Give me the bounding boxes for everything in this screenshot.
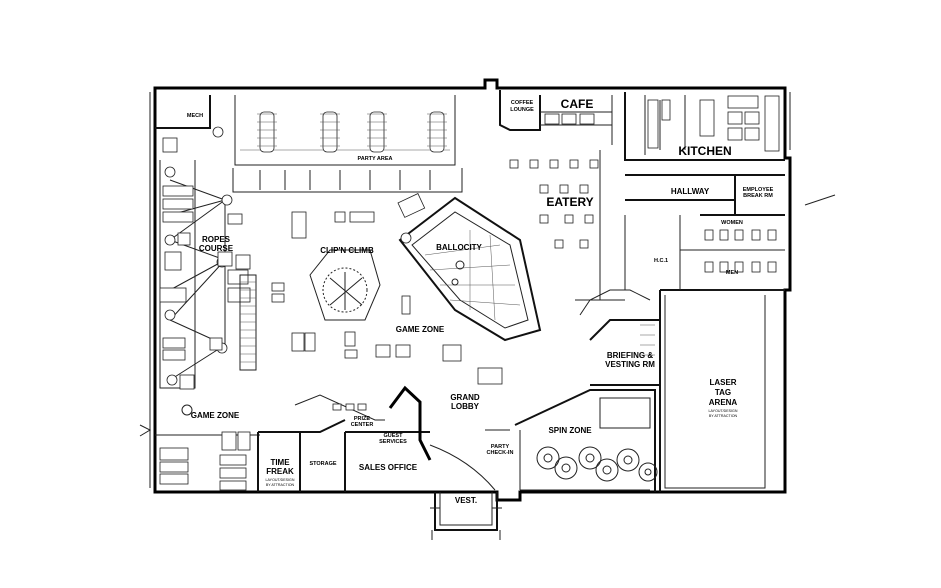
game-zone-center-label: GAME ZONE [396, 325, 445, 334]
grand-lobby: GRAND LOBBY PARTY CHECK-IN [429, 393, 514, 491]
time-freak-note-1: LAYOUT/DESIGN [266, 478, 295, 482]
coffee-lounge-label-1: COFFEE [511, 100, 534, 106]
back-office: TIME FREAK LAYOUT/DESIGN BY ATTRACTION S… [257, 385, 432, 492]
party-checkin-label-1: PARTY [491, 444, 510, 450]
men-label: MEN [726, 270, 738, 276]
party-checkin-label-2: CHECK-IN [487, 450, 514, 456]
coffee-lounge-label-2: LOUNGE [510, 107, 534, 113]
storage-label: STORAGE [309, 461, 336, 467]
ballocity: BALLOCITY [397, 193, 542, 342]
game-zone-center: GAME ZONE [291, 295, 503, 385]
building-shell [139, 78, 836, 502]
party-area-label: PARTY AREA [357, 156, 392, 162]
spin-car-1 [536, 446, 560, 470]
time-freak-label-2: FREAK [266, 467, 294, 476]
time-freak-note-2: BY ATTRACTION [266, 483, 295, 487]
grand-lobby-label-1: GRAND [450, 393, 480, 402]
guest-services-label-1: GUEST [384, 433, 404, 439]
sales-office-label: SALES OFFICE [359, 463, 418, 472]
clip-n-climb-label: CLIP'N CLIMB [320, 246, 374, 255]
ropes-course: ROPES COURSE [159, 137, 251, 390]
laser-tag-note-2: BY ATTRACTION [709, 414, 738, 418]
eatery-label: EATERY [546, 195, 593, 209]
briefing-label-2: VESTING RM [605, 360, 655, 369]
grand-lobby-label-2: LOBBY [451, 402, 480, 411]
eatery-tables [509, 159, 599, 249]
ropes-label-1: ROPES [202, 235, 231, 244]
cafe: COFFEE LOUNGE CAFE [499, 90, 613, 145]
women-label: WOMEN [721, 220, 743, 226]
spin-car-5 [616, 448, 640, 472]
spin-car-4 [595, 458, 619, 482]
prize-center-label-2: CENTER [351, 422, 374, 428]
guest-services-label-2: SERVICES [379, 439, 407, 445]
employee-break-label-2: BREAK RM [743, 193, 773, 199]
laser-tag-label-3: ARENA [709, 398, 738, 407]
vestibule [430, 492, 502, 540]
service-core: HALLWAY EMPLOYEE BREAK RM WOMEN MEN H.C.… [624, 174, 785, 291]
cafe-label: CAFE [561, 97, 594, 111]
laser-tag-note-1: LAYOUT/DESIGN [709, 409, 738, 413]
spin-car-3 [578, 446, 602, 470]
laser-tag-label-1: LASER [709, 378, 736, 387]
ballocity-label: BALLOCITY [436, 243, 482, 252]
mech-label: MECH [187, 113, 203, 119]
party-area: PARTY AREA [232, 95, 463, 193]
laser-tag-arena: LASER TAG ARENA LAYOUT/DESIGN BY ATTRACT… [659, 289, 785, 492]
spin-car-6 [638, 462, 658, 482]
staircase [239, 274, 285, 371]
hallway-label: HALLWAY [671, 187, 710, 196]
hc-label: H.C.1 [654, 258, 668, 264]
time-freak-label-1: TIME [270, 458, 290, 467]
prize-center-label-1: PRIZE [354, 416, 371, 422]
spin-car-2 [554, 456, 578, 480]
eatery: EATERY [509, 150, 625, 301]
game-zone-left-label: GAME ZONE [191, 411, 240, 420]
kitchen: KITCHEN [624, 92, 785, 161]
mech-room: MECH [155, 95, 224, 138]
kitchen-label: KITCHEN [678, 144, 731, 158]
spin-zone-label: SPIN ZONE [548, 426, 592, 435]
briefing-label-1: BRIEFING & [607, 351, 653, 360]
ropes-label-2: COURSE [199, 244, 234, 253]
clip-n-climb: CLIP'N CLIMB [291, 211, 381, 321]
vestibule-label: VEST. [455, 496, 477, 505]
spin-zone: SPIN ZONE [514, 389, 658, 492]
laser-tag-label-2: TAG [715, 388, 731, 397]
game-zone-left: GAME ZONE [155, 404, 260, 491]
briefing-vesting: BRIEFING & VESTING RM [579, 289, 661, 386]
employee-break-label-1: EMPLOYEE [743, 187, 774, 193]
